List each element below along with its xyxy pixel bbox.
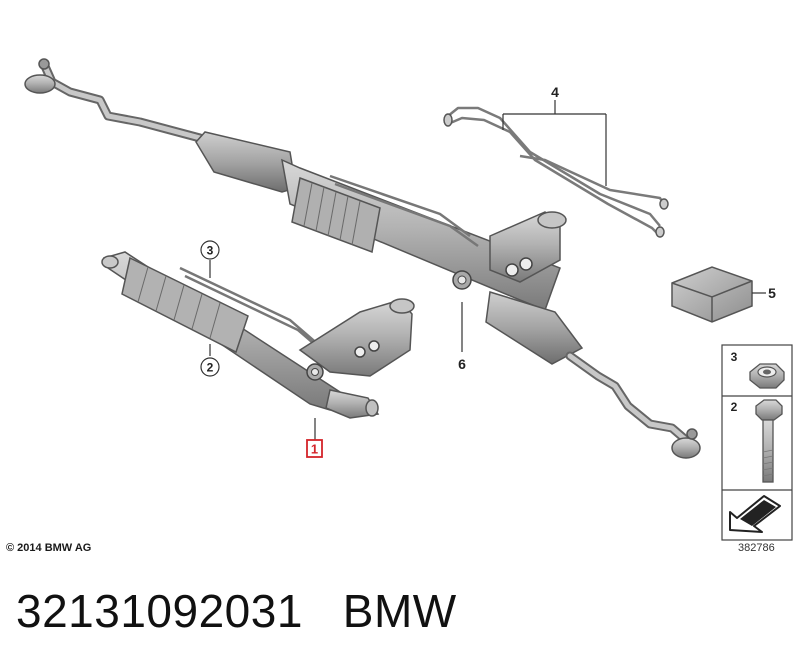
callout-3-label: 3 bbox=[207, 244, 214, 258]
valve-body bbox=[452, 211, 567, 290]
copyright-notice: © 2014 BMW AG bbox=[6, 542, 92, 554]
callout-1-label: 1 bbox=[311, 442, 318, 457]
brand-name: BMW bbox=[342, 585, 457, 637]
callout-4-label: 4 bbox=[551, 84, 559, 100]
rack-cylinder bbox=[291, 176, 381, 254]
left-boot bbox=[195, 131, 297, 193]
hydraulic-lines-part-4 bbox=[443, 106, 669, 238]
steering-rack-part-1 bbox=[101, 251, 415, 419]
callout-6-label: 6 bbox=[458, 356, 466, 372]
left-tie-rod bbox=[24, 58, 205, 143]
callout-3: 3 bbox=[200, 240, 220, 260]
hex-nut-icon bbox=[749, 363, 785, 389]
legend-item-3-label: 3 bbox=[731, 350, 738, 364]
part-caption: 32131092031 BMW bbox=[16, 584, 457, 638]
right-tie-rod bbox=[565, 351, 701, 459]
grease-pack-part-5 bbox=[671, 266, 753, 323]
view-arrow-icon bbox=[729, 495, 781, 533]
part-number: 32131092031 bbox=[16, 585, 303, 637]
cylinder-ribs bbox=[303, 182, 361, 246]
callout-2: 2 bbox=[200, 357, 220, 377]
small-parts-legend: 3 2 bbox=[721, 344, 793, 541]
hex-bolt-icon bbox=[755, 399, 783, 483]
callout-5-label: 5 bbox=[768, 285, 776, 301]
leader-lines bbox=[209, 100, 766, 440]
diagram-reference-number: 382786 bbox=[738, 542, 775, 554]
callout-1-highlighted: 1 bbox=[306, 439, 323, 458]
part1-cylinder bbox=[121, 256, 249, 354]
steering-rack-assembly bbox=[24, 58, 701, 459]
legend-item-2-label: 2 bbox=[731, 400, 738, 414]
callout-2-label: 2 bbox=[207, 361, 214, 375]
